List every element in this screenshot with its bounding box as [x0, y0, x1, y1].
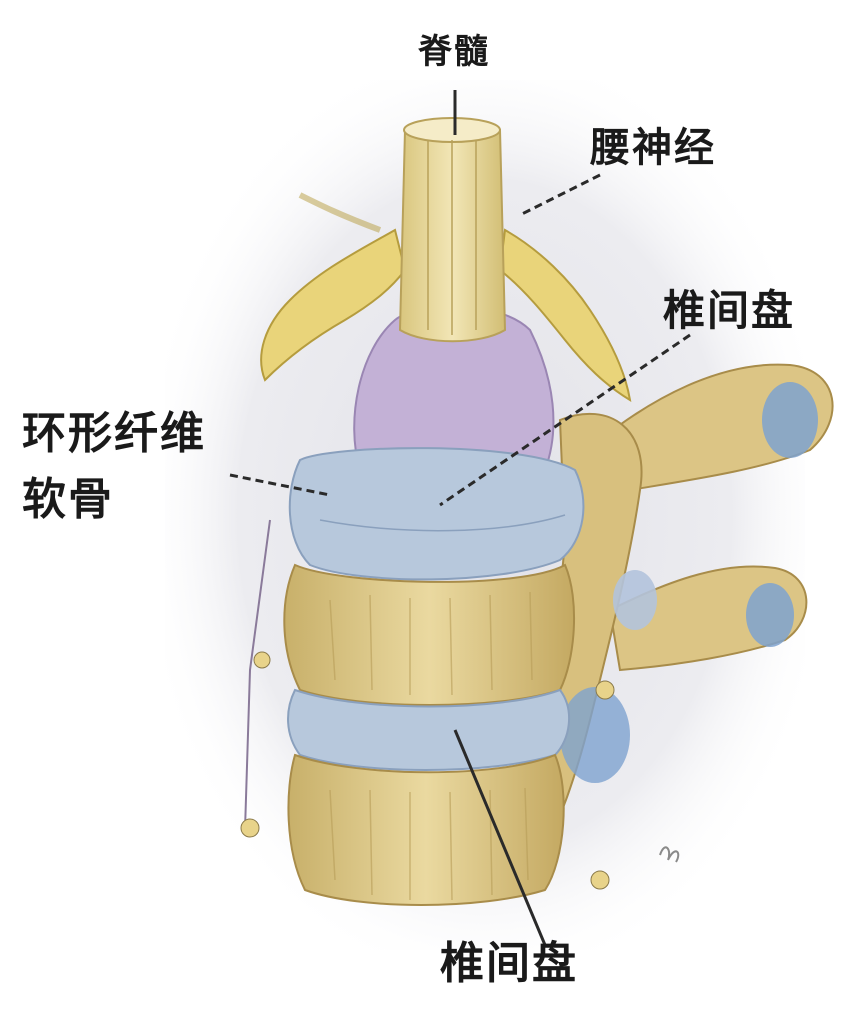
label-spinal-cord: 脊髓	[418, 35, 490, 69]
upper-vertebral-body	[284, 565, 574, 705]
spinal-cord	[400, 118, 505, 341]
label-annulus-line2: 软骨	[22, 478, 114, 522]
label-annulus-line1: 环形纤维	[22, 412, 206, 456]
label-disc-lower: 椎间盘	[440, 942, 578, 986]
upper-disc	[290, 448, 584, 579]
lower-vertebral-body	[288, 755, 563, 905]
label-nerve-root: 腰神经	[590, 128, 716, 168]
label-disc-upper: 椎间盘	[663, 290, 795, 332]
